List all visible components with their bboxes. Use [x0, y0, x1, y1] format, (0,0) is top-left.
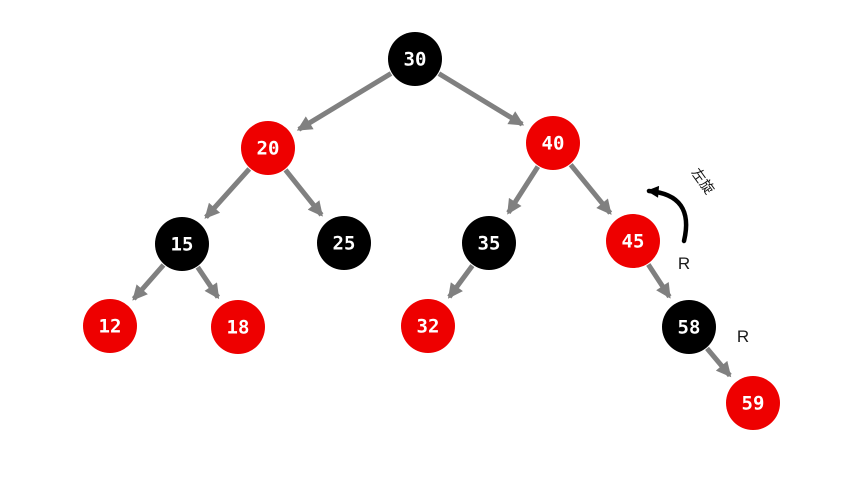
edge-labels-layer: RR	[678, 254, 749, 346]
node-circle-18	[211, 300, 265, 354]
node-circle-58	[662, 300, 716, 354]
tree-node-30: 30	[388, 32, 442, 86]
tree-node-32: 32	[401, 299, 455, 353]
edge-30-40	[437, 71, 525, 127]
node-circle-59	[726, 376, 780, 430]
node-circle-35	[462, 216, 516, 270]
edge-45-58	[646, 263, 672, 299]
tree-node-18: 18	[211, 300, 265, 354]
edge-40-45	[568, 163, 613, 215]
node-circle-12	[83, 299, 137, 353]
edge-direction-label-1: R	[678, 254, 690, 273]
tree-node-45: 45	[606, 214, 660, 268]
rotate-left-label: 左旋	[688, 166, 717, 198]
edge-20-15	[204, 167, 252, 219]
tree-node-20: 20	[241, 121, 295, 175]
edge-20-25	[283, 168, 324, 217]
tree-node-59: 59	[726, 376, 780, 430]
node-circle-15	[155, 217, 209, 271]
edge-direction-label-2: R	[737, 327, 749, 346]
tree-node-12: 12	[83, 299, 137, 353]
node-circle-32	[401, 299, 455, 353]
edge-15-18	[195, 265, 220, 300]
node-circle-40	[526, 116, 580, 170]
edge-15-12	[131, 263, 166, 301]
rotate-left-arrow	[646, 185, 689, 244]
edge-30-20	[296, 71, 393, 132]
edges-layer	[131, 71, 732, 378]
edge-58-59	[705, 346, 732, 378]
node-circle-45	[606, 214, 660, 268]
tree-node-15: 15	[155, 217, 209, 271]
tree-node-35: 35	[462, 216, 516, 270]
edge-35-32	[447, 264, 475, 299]
tree-node-40: 40	[526, 116, 580, 170]
edge-40-35	[506, 165, 541, 215]
annotation-layer: 左旋	[646, 166, 717, 244]
tree-node-25: 25	[317, 216, 371, 270]
node-circle-30	[388, 32, 442, 86]
tree-node-58: 58	[662, 300, 716, 354]
node-circle-20	[241, 121, 295, 175]
node-circle-25	[317, 216, 371, 270]
